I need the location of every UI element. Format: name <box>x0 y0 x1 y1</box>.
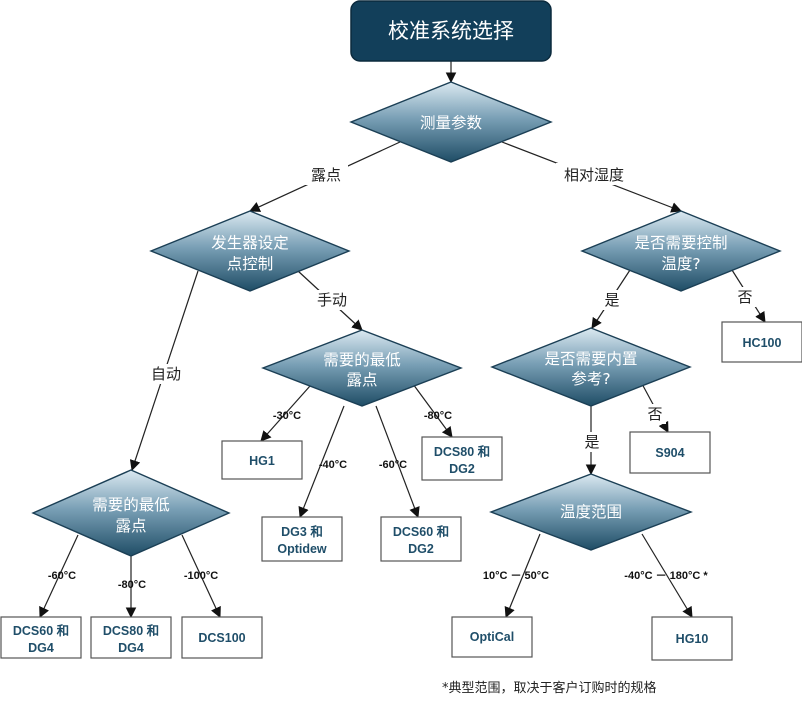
result-hc100-line1: HC100 <box>743 336 782 350</box>
decision-generator-control: 发生器设定 点控制 <box>149 210 351 292</box>
result-optical: OptiCal <box>451 616 533 658</box>
result-dcs80-dg2: DCS80 和 DG2 <box>421 436 503 481</box>
edge-auto-dcs100 <box>181 534 221 618</box>
edge-manual-dcs60-dg2 <box>375 405 420 519</box>
result-dg3-optidew-line2: Optidew <box>277 542 327 556</box>
label-minus-40c-manual: -40°C <box>319 459 347 471</box>
edge-manual-hg1 <box>260 385 311 442</box>
result-dcs80-dg4-line1: DCS80 和 <box>103 623 159 638</box>
decision-generator-line1: 发生器设定 <box>211 234 289 252</box>
decision-temperature-range: 温度范围 <box>489 473 693 551</box>
label-minus-60c-auto: -60°C <box>48 570 76 582</box>
label-yes-2: 是 <box>584 433 599 451</box>
result-hc100: HC100 <box>721 321 802 363</box>
decision-temp-ctrl-line2: 温度? <box>661 255 700 273</box>
result-dcs60-dg2-line2: DG2 <box>408 542 434 556</box>
edge-manual-dcs80-dg2 <box>412 383 453 438</box>
decision-min-dew-manual-line2: 露点 <box>346 371 377 389</box>
label-minus-80c-auto: -80°C <box>118 579 146 591</box>
result-optical-line1: OptiCal <box>470 630 514 644</box>
result-dg3-optidew-line1: DG3 和 <box>281 524 323 539</box>
label-no-2: 否 <box>647 405 662 423</box>
edge-range-hg10 <box>641 533 693 618</box>
label-no-1: 否 <box>737 288 752 306</box>
result-dcs80-dg4-line2: DG4 <box>118 641 144 655</box>
result-dcs60-dg4-line1: DCS60 和 <box>13 623 69 638</box>
label-range-10-50: 10°C － 50°C <box>483 570 549 582</box>
decision-min-dew-auto-line1: 需要的最低 <box>92 496 170 514</box>
edge-labels: 露点 相对湿度 手动 自动 是 否 是 否 -30°C -40°C -60°C … <box>48 163 756 591</box>
diagram-title: 校准系统选择 <box>388 19 514 43</box>
decision-temp-ctrl-line1: 是否需要控制 <box>634 234 727 252</box>
label-minus-60c-manual: -60°C <box>379 459 407 471</box>
result-hg1-line1: HG1 <box>249 454 275 468</box>
label-minus-30c: -30°C <box>273 410 301 422</box>
decision-need-temp-control: 是否需要控制 温度? <box>580 210 782 292</box>
decision-measure-parameter: 测量参数 <box>349 81 553 163</box>
decision-min-dew-manual: 需要的最低 露点 <box>261 329 463 407</box>
label-relative-humidity: 相对湿度 <box>564 166 624 184</box>
title-box: 校准系统选择 <box>350 0 552 62</box>
edge-auto-dcs60-dg4 <box>39 534 79 618</box>
result-hg1: HG1 <box>221 440 303 480</box>
result-dcs60-dg2: DCS60 和 DG2 <box>380 516 462 562</box>
result-hg10-line1: HG10 <box>676 632 709 646</box>
result-dg3-optidew: DG3 和 Optidew <box>261 516 343 562</box>
result-s904-line1: S904 <box>655 446 684 460</box>
decision-need-internal-reference: 是否需要内置 参考? <box>490 327 692 407</box>
label-manual: 手动 <box>317 291 347 309</box>
result-dcs60-dg4-line2: DG4 <box>28 641 54 655</box>
result-hg10: HG10 <box>651 616 733 661</box>
label-dew-point: 露点 <box>311 166 341 184</box>
label-range-40-180: -40°C － 180°C * <box>624 570 708 582</box>
decision-internal-ref-line2: 参考? <box>571 370 610 388</box>
result-dcs80-dg4: DCS80 和 DG4 <box>90 616 172 659</box>
result-dcs60-dg4: DCS60 和 DG4 <box>0 616 82 659</box>
edge-range-optical <box>504 533 541 618</box>
decision-temp-range-line1: 温度范围 <box>560 503 622 521</box>
label-minus-100c: -100°C <box>184 570 218 582</box>
decision-internal-ref-line1: 是否需要内置 <box>544 350 637 368</box>
decision-generator-line2: 点控制 <box>227 255 274 273</box>
footnote: *典型范围，取决于客户订购时的规格 <box>442 680 657 696</box>
result-dcs100-line1: DCS100 <box>198 631 245 645</box>
decision-min-dew-auto-line2: 露点 <box>115 517 146 535</box>
label-yes-1: 是 <box>604 291 619 309</box>
result-dcs60-dg2-line1: DCS60 和 <box>393 524 449 539</box>
result-dcs80-dg2-line2: DG2 <box>449 462 475 476</box>
decision-measure-line1: 测量参数 <box>420 114 483 132</box>
label-minus-80c-manual: -80°C <box>424 410 452 422</box>
decision-min-dew-manual-line1: 需要的最低 <box>323 351 401 369</box>
result-dcs80-dg2-line1: DCS80 和 <box>434 444 490 459</box>
result-dcs100: DCS100 <box>181 616 263 659</box>
result-s904: S904 <box>629 431 711 474</box>
edge-manual-dg3 <box>298 405 345 519</box>
label-auto: 自动 <box>151 365 181 383</box>
decision-min-dew-auto: 需要的最低 露点 <box>31 469 231 557</box>
